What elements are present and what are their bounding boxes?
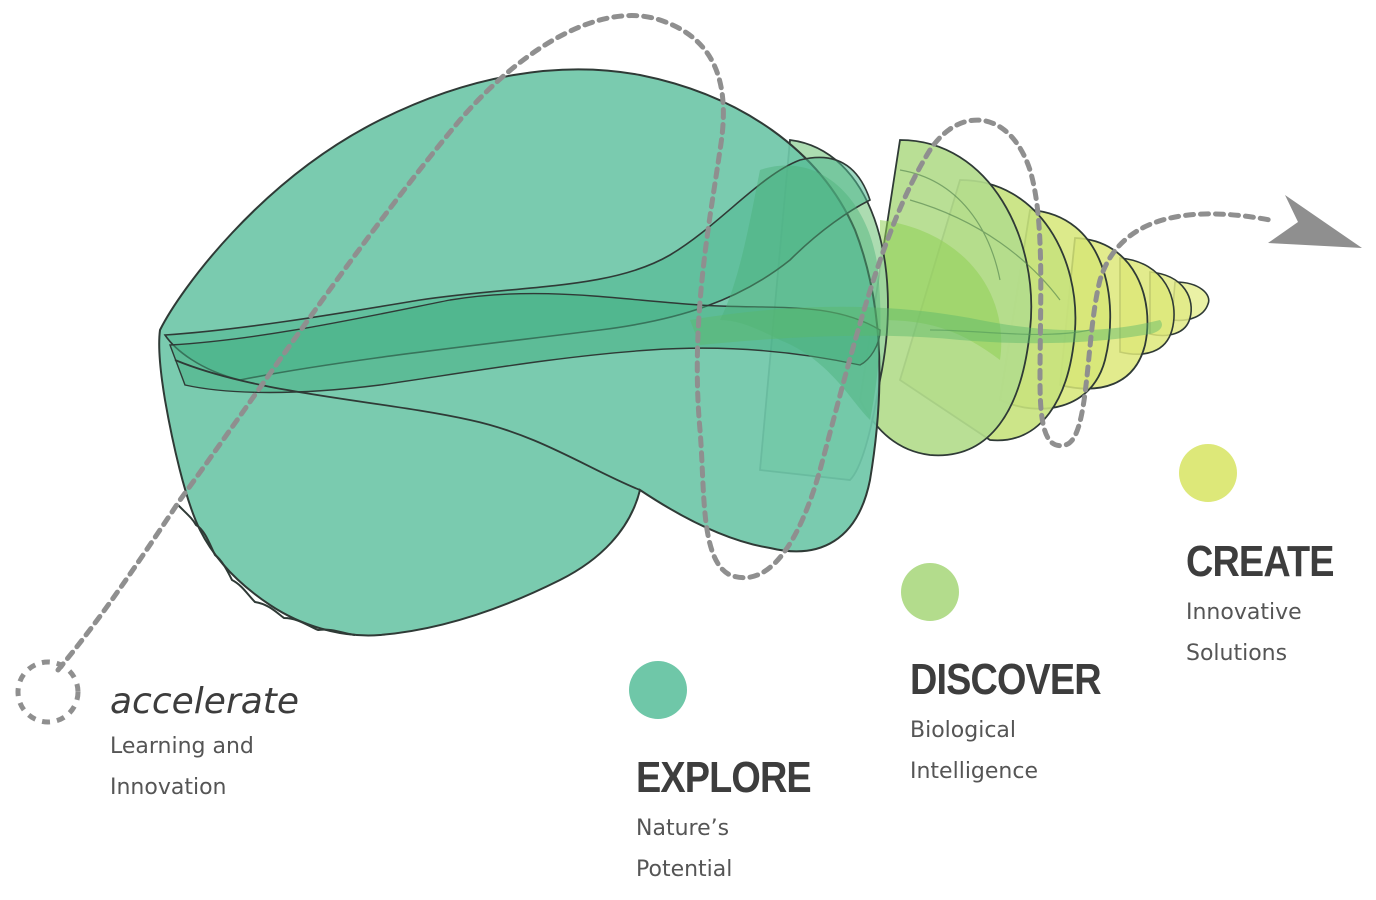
main-inner-band-mid — [169, 292, 881, 394]
discover-shading — [880, 220, 1002, 360]
discover-dot — [901, 563, 959, 621]
stage-explore-sub-2: Potential — [636, 857, 733, 882]
stage-discover-heading: DISCOVER — [910, 655, 1102, 704]
siphonal-stripe — [690, 306, 1162, 345]
stage-accelerate-sub-2: Innovation — [110, 775, 227, 800]
stage-accelerate-sub-1: Learning and — [110, 734, 254, 759]
arrow-head-icon — [1268, 195, 1362, 248]
main-serrated-lip — [177, 504, 356, 636]
stage-create-sub-2: Solutions — [1186, 641, 1288, 666]
stage-explore: EXPLORE Nature’s Potential — [636, 756, 839, 892]
dotted-spiral — [55, 13, 1273, 673]
explore-dot — [629, 661, 687, 719]
create-dot — [1179, 444, 1237, 502]
stage-accelerate: accelerate Learning and Innovation — [110, 684, 299, 810]
stage-accelerate-heading: accelerate — [110, 681, 300, 722]
shell-main-body — [158, 68, 1162, 637]
start-loop-circle — [15, 659, 81, 725]
stage-explore-sub-1: Nature’s — [636, 816, 730, 841]
main-lower-contour — [174, 359, 641, 491]
stage-create: CREATE Innovative Solutions — [1186, 540, 1358, 676]
discover-lines-1 — [899, 169, 1091, 336]
stage-discover: DISCOVER Biological Intelligence — [910, 658, 1132, 794]
stage-discover-sub-1: Biological — [910, 718, 1017, 743]
stage-create-sub-1: Innovative — [1186, 600, 1302, 625]
stage-discover-sub-2: Intelligence — [910, 759, 1039, 784]
growth-spiral-path — [15, 13, 1362, 725]
stage-create-heading: CREATE — [1186, 537, 1334, 586]
main-discover-overlap — [720, 165, 881, 420]
stage-explore-heading: EXPLORE — [636, 753, 812, 802]
shell-discover-whorls — [859, 139, 1091, 457]
